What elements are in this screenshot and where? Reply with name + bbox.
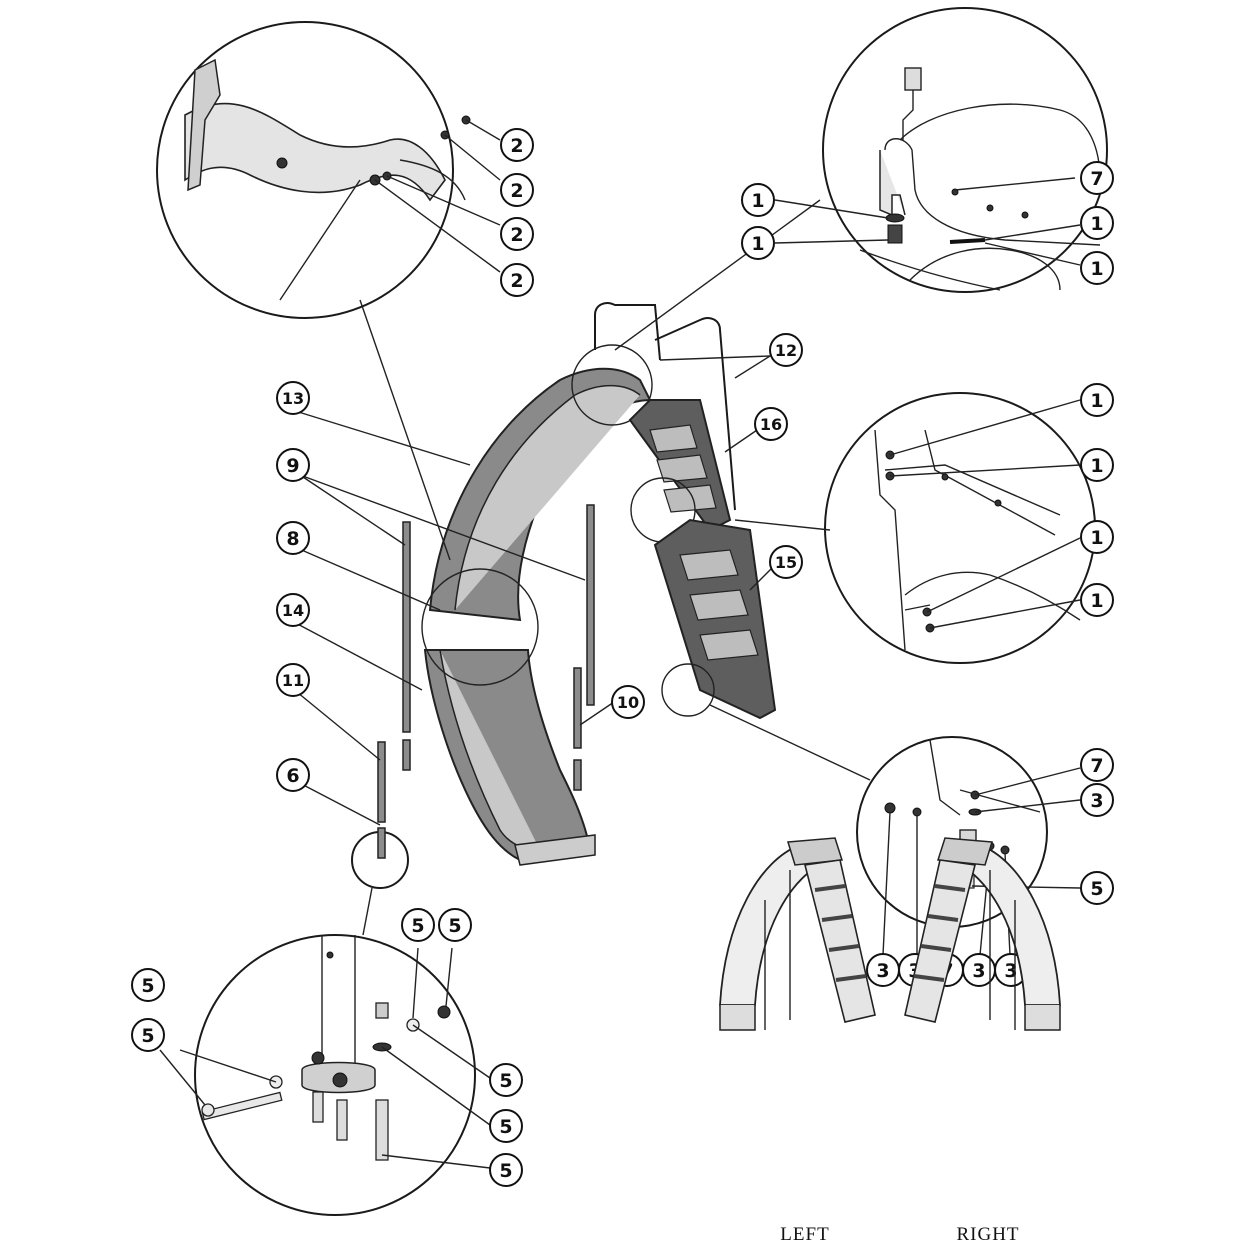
detail-circle-top-right bbox=[774, 7, 1108, 293]
orientation-view-right bbox=[904, 837, 1061, 1031]
callout-label: 11 bbox=[282, 671, 304, 690]
callout-label: 1 bbox=[1090, 590, 1103, 612]
callout-1: 1 bbox=[1080, 583, 1114, 617]
callout-label: 12 bbox=[775, 341, 797, 360]
callout-label: 5 bbox=[499, 1116, 512, 1138]
callout-label: 1 bbox=[1090, 527, 1103, 549]
detail-circle-bottom-left bbox=[159, 934, 491, 1216]
callout-1: 1 bbox=[741, 183, 775, 217]
callout-1: 1 bbox=[1080, 520, 1114, 554]
callout-label: 2 bbox=[510, 270, 523, 292]
callout-2: 2 bbox=[500, 263, 534, 297]
callout-label: 3 bbox=[876, 960, 889, 982]
callout-label: 1 bbox=[1090, 455, 1103, 477]
callout-11: 11 bbox=[276, 663, 310, 697]
callout-1: 1 bbox=[1080, 251, 1114, 285]
callout-2: 2 bbox=[500, 217, 534, 251]
callout-layer: 2 2 2 2 7 1 1 1 1 12 13 9 16 1 1 1 1 8 1… bbox=[131, 128, 1114, 1187]
detail-circle-middle-right bbox=[824, 392, 1096, 664]
callout-label: 5 bbox=[1090, 878, 1103, 900]
orientation-label-left: LEFT bbox=[780, 1224, 829, 1245]
callout-label: 1 bbox=[1090, 258, 1103, 280]
callout-label: 1 bbox=[1090, 390, 1103, 412]
callout-7: 7 bbox=[1080, 748, 1114, 782]
callout-5: 5 bbox=[401, 908, 435, 942]
callout-label: 5 bbox=[141, 1025, 154, 1047]
callout-5: 5 bbox=[1080, 871, 1114, 905]
callout-14: 14 bbox=[276, 593, 310, 627]
callout-label: 5 bbox=[499, 1160, 512, 1182]
callout-label: 5 bbox=[448, 915, 461, 937]
detail-circle-top-left bbox=[156, 21, 501, 319]
callout-8: 8 bbox=[276, 521, 310, 555]
callout-1: 1 bbox=[1080, 383, 1114, 417]
callout-label: 16 bbox=[760, 415, 782, 434]
callout-label: 14 bbox=[282, 601, 304, 620]
callout-label: 9 bbox=[286, 455, 299, 477]
callout-label: 5 bbox=[411, 915, 424, 937]
callout-5: 5 bbox=[489, 1109, 523, 1143]
callout-label: 15 bbox=[775, 553, 797, 572]
callout-5: 5 bbox=[489, 1153, 523, 1187]
callout-5: 5 bbox=[131, 968, 165, 1002]
callout-12: 12 bbox=[769, 333, 803, 367]
callout-10: 10 bbox=[611, 685, 645, 719]
callout-label: 13 bbox=[282, 389, 304, 408]
slide-assembly bbox=[377, 302, 777, 866]
callout-6: 6 bbox=[276, 758, 310, 792]
callout-label: 1 bbox=[751, 233, 764, 255]
callout-16: 16 bbox=[754, 407, 788, 441]
callout-5: 5 bbox=[131, 1018, 165, 1052]
callout-13: 13 bbox=[276, 381, 310, 415]
callout-1: 1 bbox=[1080, 206, 1114, 240]
callout-3: 3 bbox=[866, 953, 900, 987]
callout-label: 10 bbox=[617, 693, 639, 712]
callout-label: 1 bbox=[751, 190, 764, 212]
orientation-label-right: RIGHT bbox=[956, 1224, 1019, 1245]
callout-1: 1 bbox=[741, 226, 775, 260]
callout-label: 2 bbox=[510, 135, 523, 157]
callout-2: 2 bbox=[500, 128, 534, 162]
callout-2: 2 bbox=[500, 173, 534, 207]
callout-label: 3 bbox=[972, 960, 985, 982]
callout-label: 8 bbox=[286, 528, 299, 550]
callout-label: 7 bbox=[1090, 168, 1103, 190]
callout-label: 2 bbox=[510, 180, 523, 202]
leader-lines bbox=[289, 199, 871, 826]
callout-9: 9 bbox=[276, 448, 310, 482]
callout-label: 5 bbox=[499, 1070, 512, 1092]
callout-label: 3 bbox=[1090, 790, 1103, 812]
callout-label: 7 bbox=[1090, 755, 1103, 777]
callout-label: 5 bbox=[141, 975, 154, 997]
callout-1: 1 bbox=[1080, 448, 1114, 482]
orientation-view-left bbox=[719, 837, 876, 1031]
callout-15: 15 bbox=[769, 545, 803, 579]
callout-3: 3 bbox=[1080, 783, 1114, 817]
callout-label: 2 bbox=[510, 224, 523, 246]
callout-label: 6 bbox=[286, 765, 299, 787]
callout-5: 5 bbox=[438, 908, 472, 942]
callout-5: 5 bbox=[489, 1063, 523, 1097]
callout-label: 1 bbox=[1090, 213, 1103, 235]
callout-7: 7 bbox=[1080, 161, 1114, 195]
